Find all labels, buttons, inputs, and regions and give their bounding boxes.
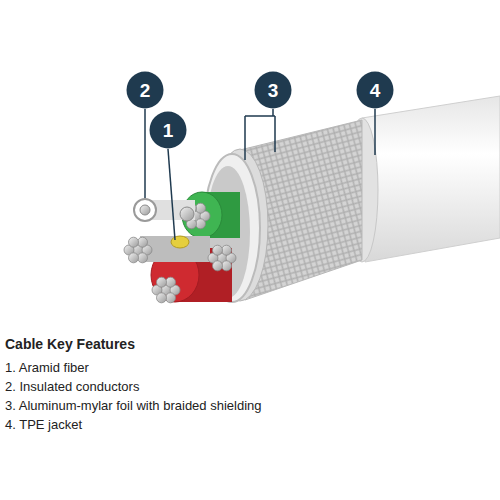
leader-line (374, 109, 376, 155)
feature-item: 3. Aluminum-mylar foil with braided shie… (5, 398, 262, 413)
leader-line (144, 109, 146, 198)
conductor-strands (208, 245, 236, 271)
callout-circle: 1 (149, 111, 187, 149)
conductor-strands (124, 237, 152, 263)
feature-item: 2. Insulated conductors (5, 379, 139, 394)
callout-circle: 4 (356, 71, 394, 109)
leader-line (168, 149, 175, 240)
callout-number: 4 (370, 81, 381, 100)
aramid-fiber (171, 236, 189, 248)
callout-circle: 3 (254, 71, 292, 109)
callout-fill (150, 112, 187, 149)
callout-number: 3 (268, 81, 279, 100)
bracket-leader (245, 109, 275, 160)
small-conductor-core (140, 205, 150, 215)
callout-fill (357, 72, 394, 109)
small-conductor-end (134, 199, 156, 221)
conductor-strands (152, 277, 180, 303)
small-conductor-core (180, 207, 194, 221)
callout-fill (127, 72, 164, 109)
callout-fill (255, 72, 292, 109)
list-heading: Cable Key Features (5, 336, 135, 352)
feature-item: 1. Aramid fiber (5, 360, 89, 375)
callout-circle: 2 (126, 71, 164, 109)
callout-number: 1 (163, 121, 174, 140)
feature-item: 4. TPE jacket (5, 417, 82, 432)
tpe-jacket (362, 96, 500, 262)
callout-number: 2 (140, 81, 151, 100)
